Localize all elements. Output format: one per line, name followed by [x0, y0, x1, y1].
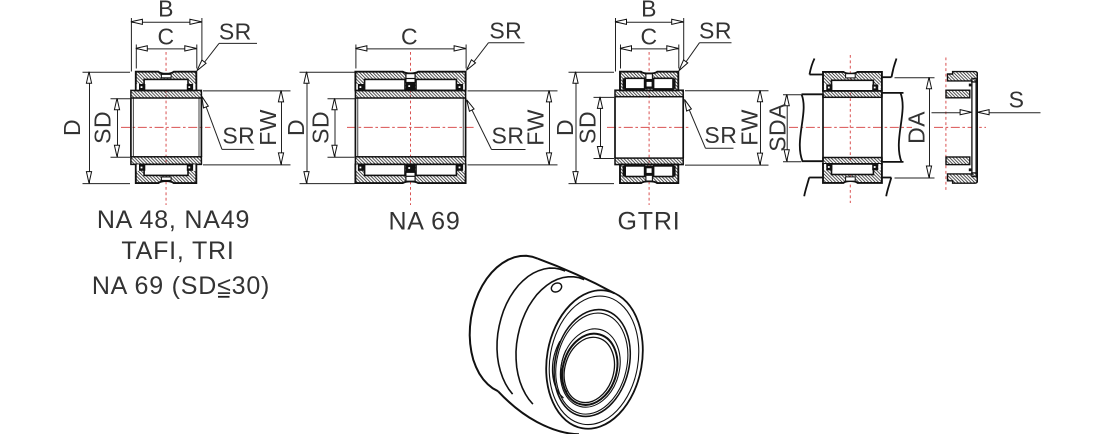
svg-text:S: S	[1009, 87, 1025, 113]
svg-text:SDA: SDA	[765, 103, 791, 152]
svg-text:SR: SR	[489, 18, 522, 44]
svg-text:B: B	[641, 0, 657, 22]
svg-text:B: B	[158, 0, 174, 22]
svg-text:C: C	[401, 24, 418, 50]
svg-text:FW: FW	[737, 109, 763, 146]
svg-text:SD: SD	[90, 111, 116, 144]
svg-text:SR: SR	[222, 123, 255, 149]
svg-text:SR: SR	[699, 18, 732, 44]
svg-text:GTRI: GTRI	[618, 208, 681, 236]
svg-text:D: D	[552, 119, 578, 136]
svg-text:SR: SR	[492, 123, 525, 149]
svg-text:TAFI, TRI: TAFI, TRI	[121, 237, 234, 265]
svg-text:D: D	[59, 119, 85, 136]
svg-text:SR: SR	[704, 122, 737, 148]
svg-text:SD: SD	[308, 111, 334, 144]
svg-text:FW: FW	[255, 109, 281, 146]
svg-text:D: D	[283, 119, 309, 136]
svg-text:C: C	[157, 24, 174, 50]
svg-text:NA 69: NA 69	[388, 208, 460, 236]
svg-text:SR: SR	[219, 19, 252, 45]
svg-text:C: C	[640, 24, 657, 50]
svg-text:DA: DA	[904, 111, 930, 144]
svg-text:FW: FW	[523, 109, 549, 146]
svg-text:NA 48, NA49: NA 48, NA49	[97, 206, 250, 234]
svg-text:SD: SD	[575, 111, 601, 144]
svg-text:NA 69 (SD≤30): NA 69 (SD≤30)	[92, 272, 270, 300]
